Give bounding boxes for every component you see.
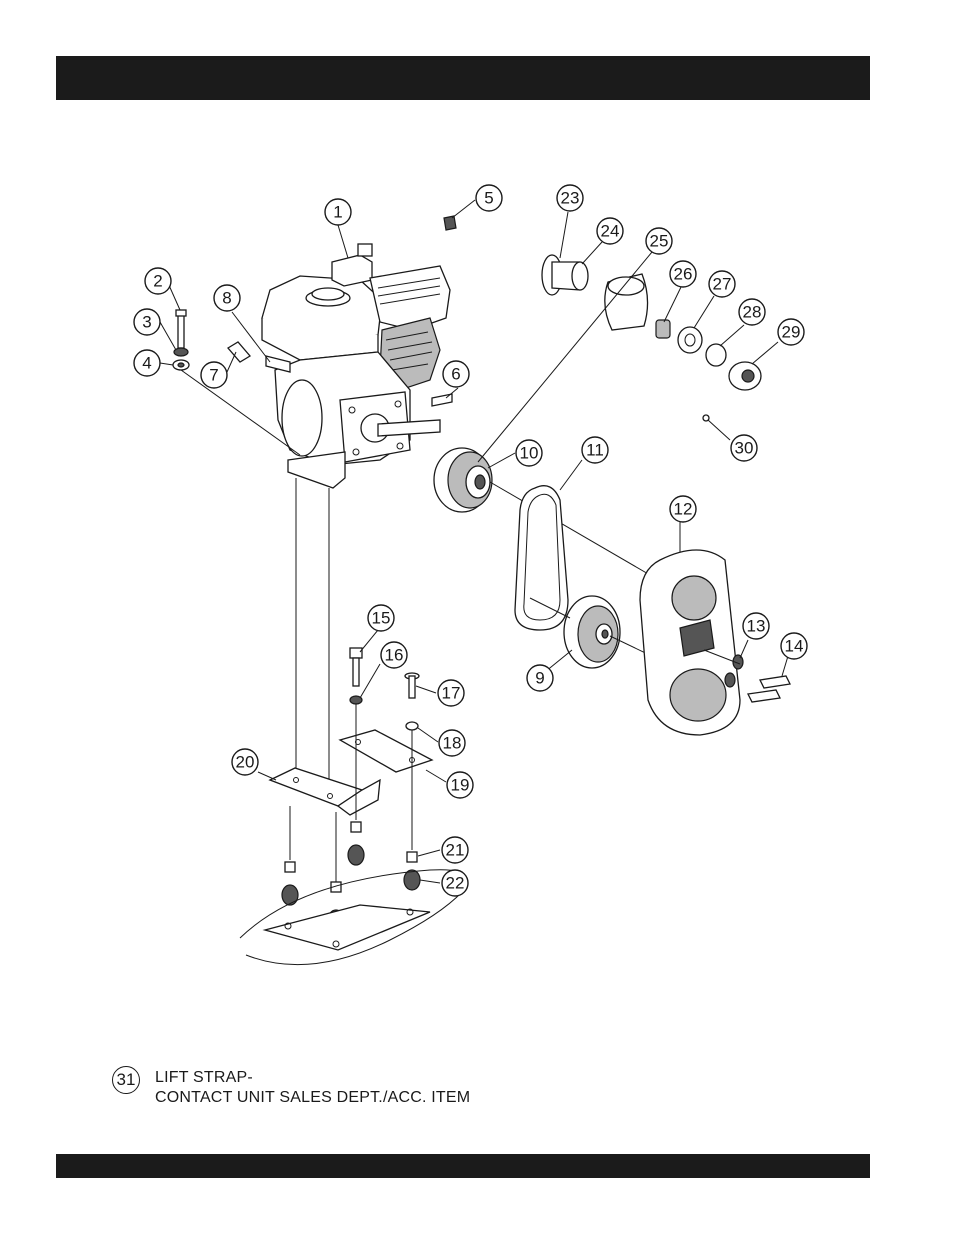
callout-3: 3 <box>134 309 160 335</box>
callouts: 1 2 3 4 5 6 7 8 9 10 11 12 13 14 15 16 1… <box>134 185 807 896</box>
lift-strap-note: 31 LIFT STRAP- CONTACT UNIT SALES DEPT./… <box>112 1068 470 1108</box>
callout-25: 25 <box>646 228 672 254</box>
callout-19: 19 <box>447 772 473 798</box>
callout-21: 21 <box>442 837 468 863</box>
callout-7: 7 <box>201 362 227 388</box>
svg-text:2: 2 <box>153 272 162 291</box>
svg-text:14: 14 <box>785 637 804 656</box>
callout-11: 11 <box>582 437 608 463</box>
svg-text:10: 10 <box>520 444 539 463</box>
svg-text:9: 9 <box>535 669 544 688</box>
callout-2: 2 <box>145 268 171 294</box>
callout-9: 9 <box>527 665 553 691</box>
part-7 <box>228 342 250 362</box>
svg-text:12: 12 <box>674 500 693 519</box>
callout-26: 26 <box>670 261 696 287</box>
svg-text:24: 24 <box>601 222 620 241</box>
svg-text:27: 27 <box>713 275 732 294</box>
svg-text:26: 26 <box>674 265 693 284</box>
part-5 <box>444 216 456 230</box>
svg-text:22: 22 <box>446 874 465 893</box>
svg-text:8: 8 <box>222 289 231 308</box>
callout-16: 16 <box>381 642 407 668</box>
callout-27: 27 <box>709 271 735 297</box>
svg-text:18: 18 <box>443 734 462 753</box>
svg-text:28: 28 <box>743 303 762 322</box>
callout-12: 12 <box>670 496 696 522</box>
callout-30: 30 <box>731 435 757 461</box>
belt-guard-12 <box>640 550 740 735</box>
svg-text:23: 23 <box>561 189 580 208</box>
svg-text:20: 20 <box>236 753 255 772</box>
callout-29: 29 <box>778 319 804 345</box>
mount-brackets <box>240 648 463 965</box>
callout-6: 6 <box>443 361 469 387</box>
callout-15: 15 <box>368 605 394 631</box>
callout-4: 4 <box>134 350 160 376</box>
svg-text:3: 3 <box>142 313 151 332</box>
callout-20: 20 <box>232 749 258 775</box>
note-line-2: CONTACT UNIT SALES DEPT./ACC. ITEM <box>155 1088 470 1108</box>
callout-23: 23 <box>557 185 583 211</box>
callout-14: 14 <box>781 633 807 659</box>
callout-5: 5 <box>476 185 502 211</box>
callout-13: 13 <box>743 613 769 639</box>
svg-text:1: 1 <box>333 203 342 222</box>
v-belt-11 <box>515 486 568 630</box>
svg-text:29: 29 <box>782 323 801 342</box>
svg-text:19: 19 <box>451 776 470 795</box>
svg-text:17: 17 <box>442 684 461 703</box>
svg-text:7: 7 <box>209 366 218 385</box>
callout-18: 18 <box>439 730 465 756</box>
callout-1: 1 <box>325 199 351 225</box>
svg-text:30: 30 <box>735 439 754 458</box>
callout-8: 8 <box>214 285 240 311</box>
svg-text:11: 11 <box>586 441 604 460</box>
leader-lines <box>160 200 788 883</box>
svg-text:25: 25 <box>650 232 669 251</box>
callout-17: 17 <box>438 680 464 706</box>
svg-text:13: 13 <box>747 617 766 636</box>
svg-text:15: 15 <box>372 609 391 628</box>
callout-28: 28 <box>739 299 765 325</box>
callout-24: 24 <box>597 218 623 244</box>
svg-text:21: 21 <box>446 841 465 860</box>
footer-bar <box>56 1154 870 1178</box>
callout-22: 22 <box>442 870 468 896</box>
note-callout-31: 31 <box>112 1066 140 1094</box>
pulley-9 <box>564 596 620 668</box>
note-text: LIFT STRAP- CONTACT UNIT SALES DEPT./ACC… <box>155 1068 470 1108</box>
engine-drawing <box>262 244 452 488</box>
clutch-pulley-10 <box>434 448 492 512</box>
svg-text:16: 16 <box>385 646 404 665</box>
note-line-1: LIFT STRAP- <box>155 1068 470 1088</box>
svg-text:6: 6 <box>451 365 460 384</box>
callout-10: 10 <box>516 440 542 466</box>
svg-text:4: 4 <box>142 354 151 373</box>
svg-text:5: 5 <box>484 189 493 208</box>
